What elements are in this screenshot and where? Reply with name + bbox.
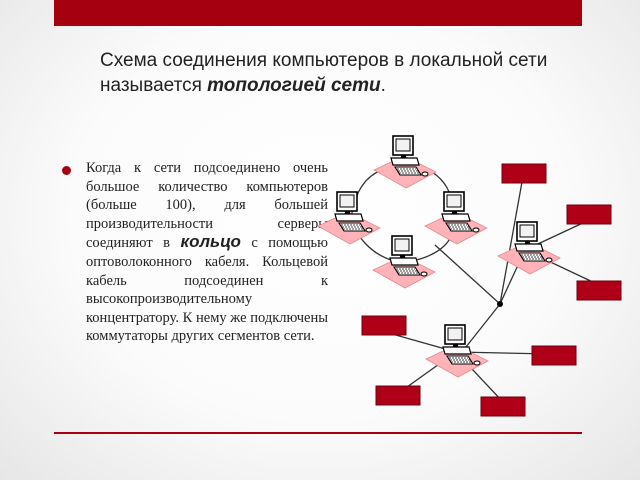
computer-icon	[373, 135, 437, 189]
switch-box	[361, 315, 407, 336]
title-suffix: .	[380, 75, 386, 96]
switch-box	[375, 385, 421, 406]
paragraph-part-2: с помощью оптоволоконного кабеля. Кольце…	[86, 235, 328, 345]
cable-node-hub	[461, 303, 501, 353]
switch-boxes	[361, 163, 622, 417]
slide-title: Схема соединения компьютеров в локальной…	[100, 48, 620, 98]
bullet-dot-icon	[62, 166, 71, 175]
computer-icon	[424, 191, 488, 245]
switch-box	[576, 280, 622, 301]
switch-box	[566, 204, 612, 225]
top-accent-bar	[54, 0, 582, 26]
title-prefix: Схема соединения компьютеров в локальной…	[100, 50, 548, 96]
bullet-paragraph: Когда к сети подсоединено очень большое …	[86, 159, 328, 346]
computer-icon	[317, 191, 381, 245]
paragraph-part-1: Когда к сети подсоединено очень большое …	[86, 160, 328, 252]
switch-box	[531, 345, 577, 366]
title-emphasis: топологией сети	[207, 75, 381, 96]
switch-box	[501, 163, 547, 184]
bottom-divider	[54, 432, 582, 434]
junction-dot	[497, 301, 503, 307]
computer-icon	[425, 324, 489, 378]
cable-ring-hub	[434, 244, 501, 305]
switch-box	[480, 396, 526, 417]
cable-node-box1	[499, 181, 523, 305]
paragraph-emphasis: кольцо	[180, 232, 241, 252]
computer-icon	[372, 235, 436, 289]
